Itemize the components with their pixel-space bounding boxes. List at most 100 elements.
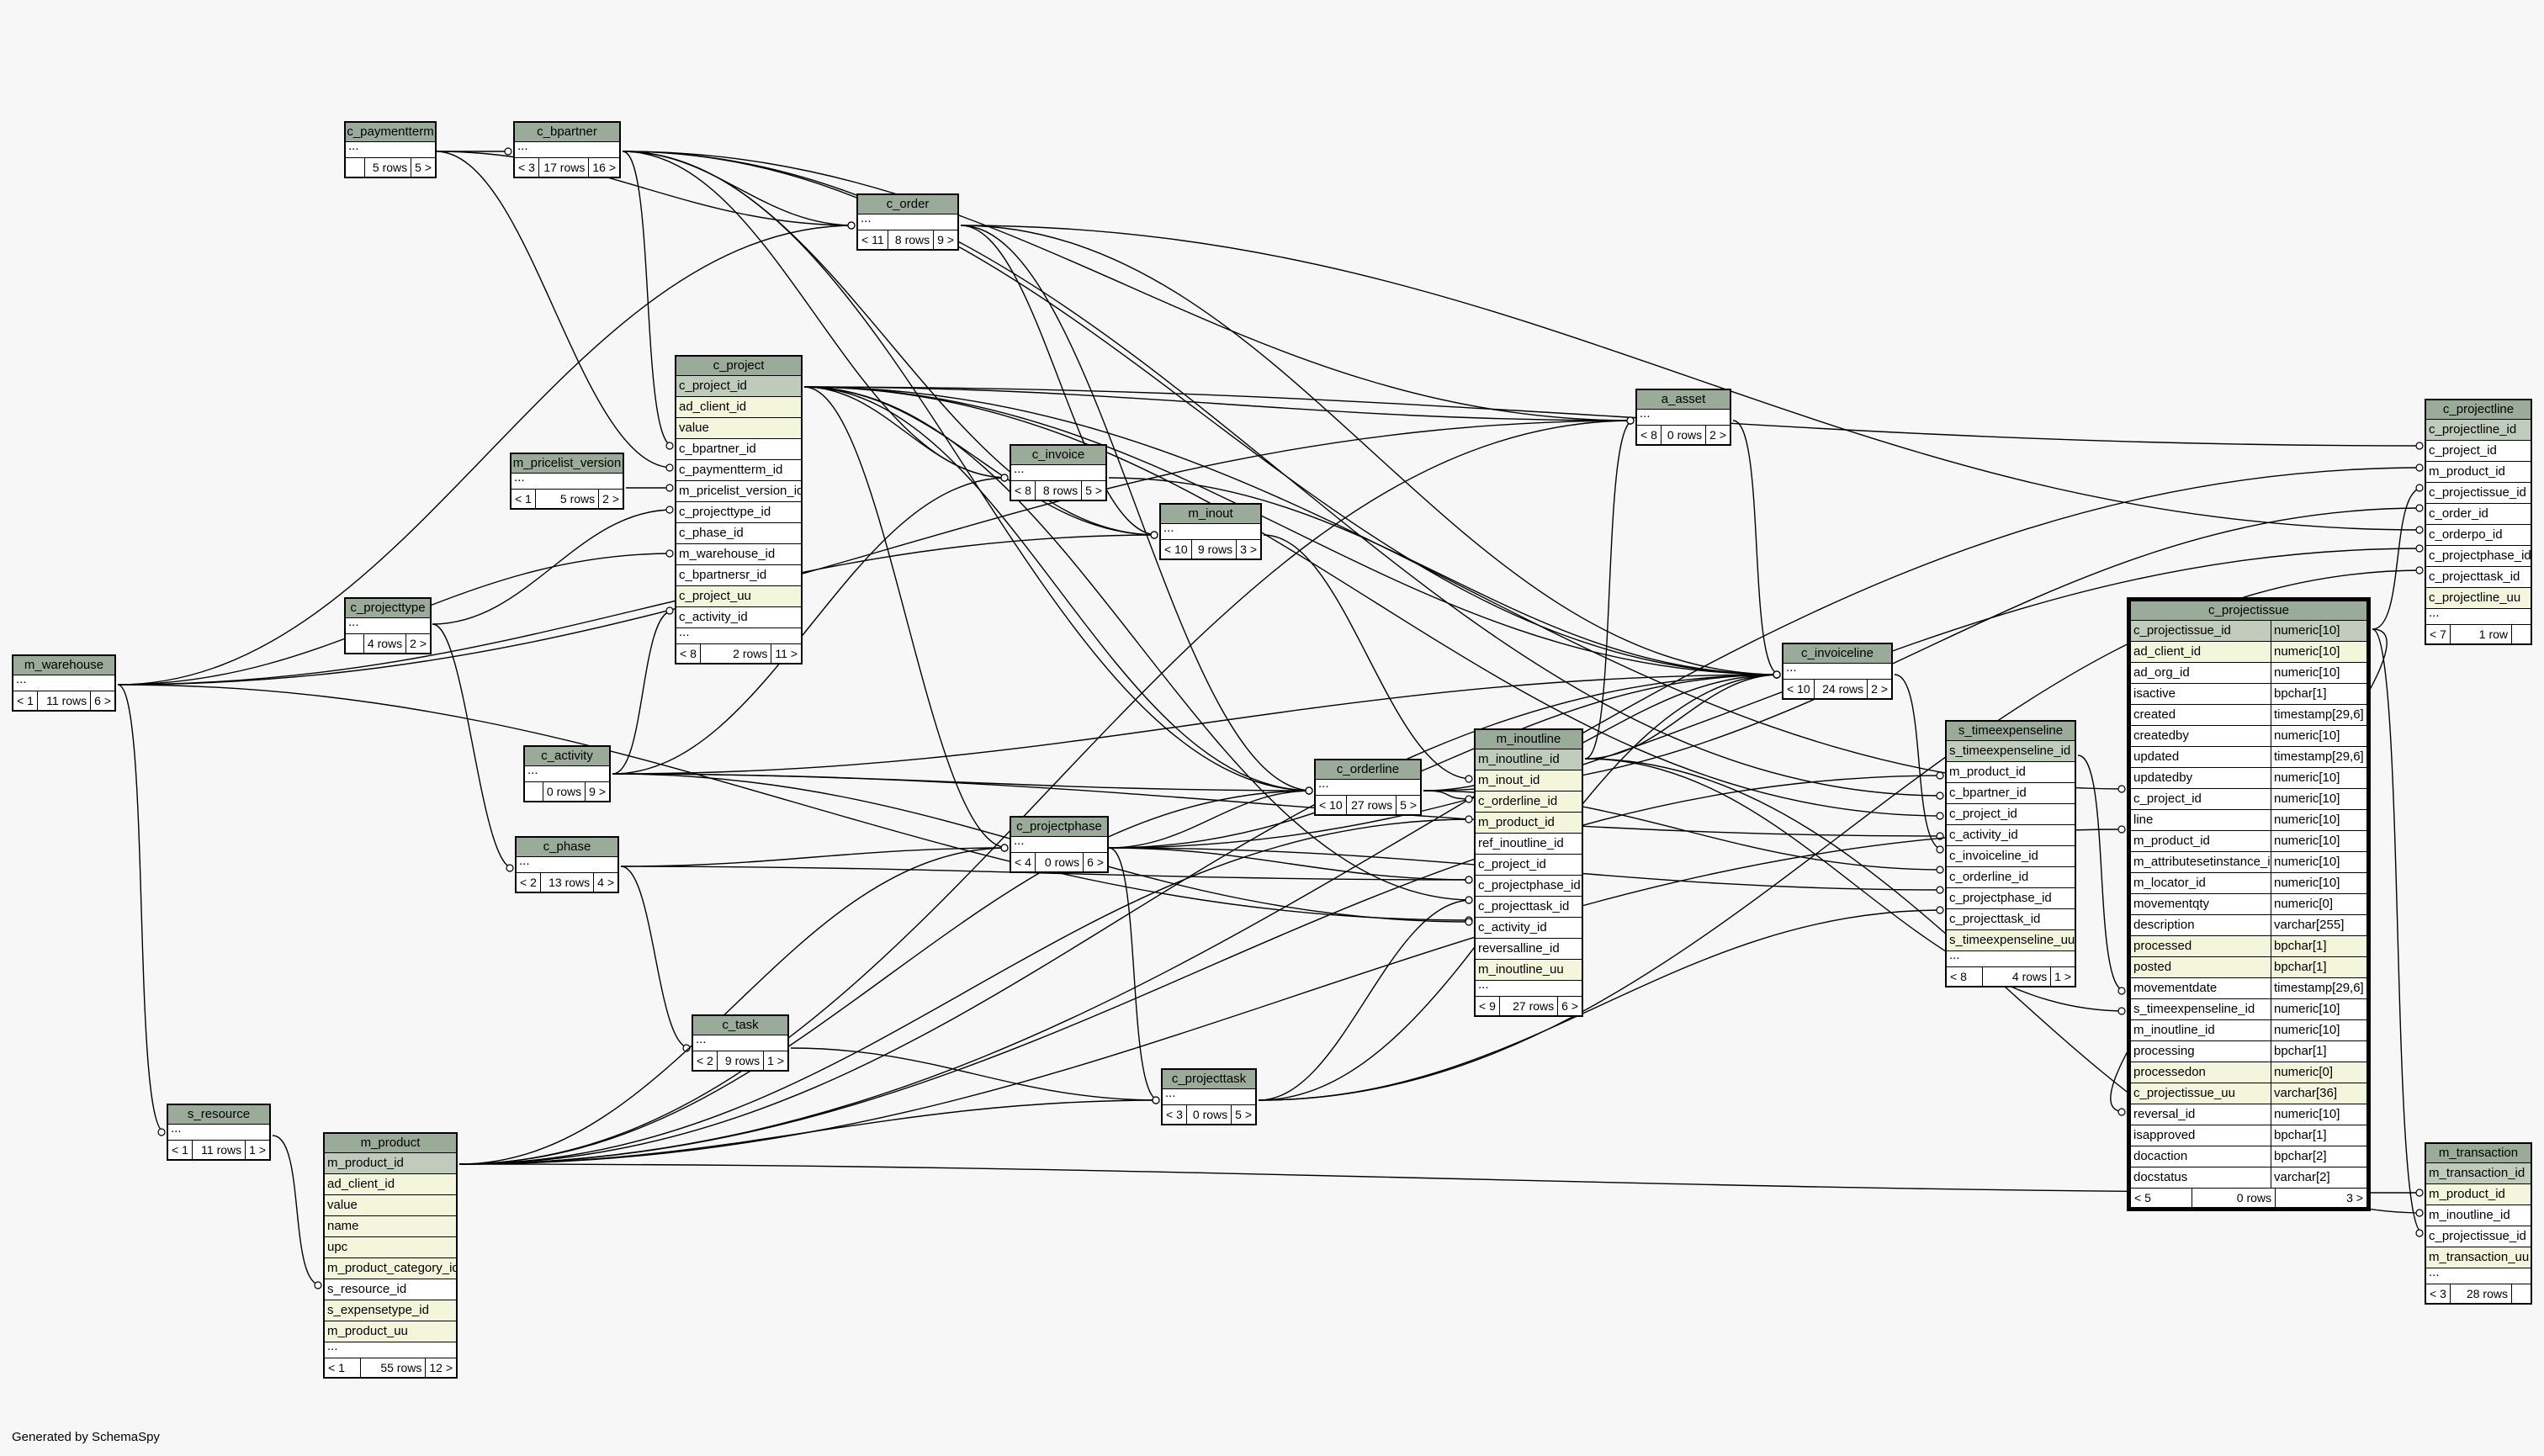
column-row[interactable]: c_project_id [2426,441,2531,462]
table-header[interactable]: c_projectissue [2131,601,2366,621]
column-row[interactable]: m_product_id [2426,1184,2531,1205]
table-header[interactable]: c_project [676,357,801,376]
column-row[interactable]: m_pricelist_version_id [676,481,801,502]
column-row[interactable]: c_projectphase_id [1947,888,2075,909]
table-header[interactable]: m_inout [1161,505,1260,524]
table-c-projectline[interactable]: c_projectline c_projectline_id c_project… [2425,399,2532,645]
column-row[interactable]: m_product_category_id [325,1258,456,1279]
column-row[interactable]: value [676,418,801,439]
column-row[interactable]: c_projectissue_id [2426,483,2531,504]
column-row[interactable]: c_paymentterm_id [676,460,801,481]
column-row[interactable]: m_product_uu [325,1321,456,1342]
column-row[interactable]: ad_client_id [676,397,801,418]
table-header[interactable]: c_orderline [1316,760,1420,780]
column-row[interactable]: c_projecttask_id [1947,909,2075,930]
column-row[interactable]: reversalline_id [1476,939,1582,960]
column-row[interactable]: s_expensetype_id [325,1300,456,1321]
column-row[interactable]: c_project_id [1476,855,1582,876]
column-row[interactable]: name [325,1216,456,1237]
table-header[interactable]: c_invoice [1011,446,1105,465]
table-header[interactable]: s_timeexpenseline [1947,722,2075,741]
column-row[interactable]: c_projectphase_id [2426,546,2531,567]
column-row[interactable]: c_order_id [2426,504,2531,525]
column-row[interactable]: c_activity_id [676,607,801,628]
column-row[interactable]: m_inoutline_uu [1476,960,1582,981]
table-header[interactable]: c_projectphase [1011,818,1107,837]
table-header[interactable]: m_pricelist_version [511,454,623,474]
column-row[interactable]: c_projectline_uu [2426,588,2531,609]
column-row[interactable]: c_projecttask_id [1476,897,1582,918]
table-header[interactable]: m_product [325,1134,456,1153]
column-row[interactable]: m_product_id [325,1153,456,1174]
column-row[interactable]: ad_client_id [325,1174,456,1195]
column-row[interactable]: m_product_id [1947,762,2075,783]
table-header[interactable]: c_phase [517,838,617,857]
table-header[interactable]: m_inoutline [1476,730,1582,749]
column-row[interactable]: c_orderline_id [1476,792,1582,813]
column-row[interactable]: c_project_id [1947,804,2075,825]
table-header[interactable]: c_projecttask [1163,1070,1255,1089]
table-header[interactable]: m_warehouse [13,656,114,675]
column-row[interactable]: c_phase_id [676,523,801,544]
column-row[interactable]: c_projecttype_id [676,502,801,523]
column-row[interactable]: ref_inoutline_id [1476,834,1582,855]
table-m-transaction[interactable]: m_transaction m_transaction_id m_product… [2425,1142,2532,1305]
column-row[interactable]: c_bpartner_id [1947,783,2075,804]
column-row[interactable]: upc [325,1237,456,1258]
column-row[interactable]: c_activity_id [1476,918,1582,939]
column-row[interactable]: c_orderline_id [1947,867,2075,888]
column-row[interactable]: m_warehouse_id [676,544,801,565]
table-m-product[interactable]: m_product m_product_id ad_client_id valu… [323,1132,458,1379]
column-row[interactable]: c_projectissue_id [2426,1226,2531,1247]
column-row[interactable]: m_transaction_id [2426,1163,2531,1184]
column-row[interactable]: c_invoiceline_id [1947,846,2075,867]
column-row[interactable]: c_activity_id [1947,825,2075,846]
column-row[interactable]: c_bpartnersr_id [676,565,801,586]
column-row[interactable]: m_inoutline_id [1476,749,1582,770]
column-row[interactable]: c_projecttask_id [2426,567,2531,588]
column-row[interactable]: s_resource_id [325,1279,456,1300]
table-header[interactable]: s_resource [168,1105,269,1125]
column-row[interactable]: c_bpartner_id [676,439,801,460]
column-row[interactable]: c_projectline_id [2426,420,2531,441]
table-header[interactable]: c_projecttype [346,599,430,618]
table-header[interactable]: c_paymentterm [346,123,435,142]
column-row[interactable]: m_product_id [1476,813,1582,834]
table-header[interactable]: c_bpartner [515,123,619,142]
table-header[interactable]: c_projectline [2426,400,2531,420]
